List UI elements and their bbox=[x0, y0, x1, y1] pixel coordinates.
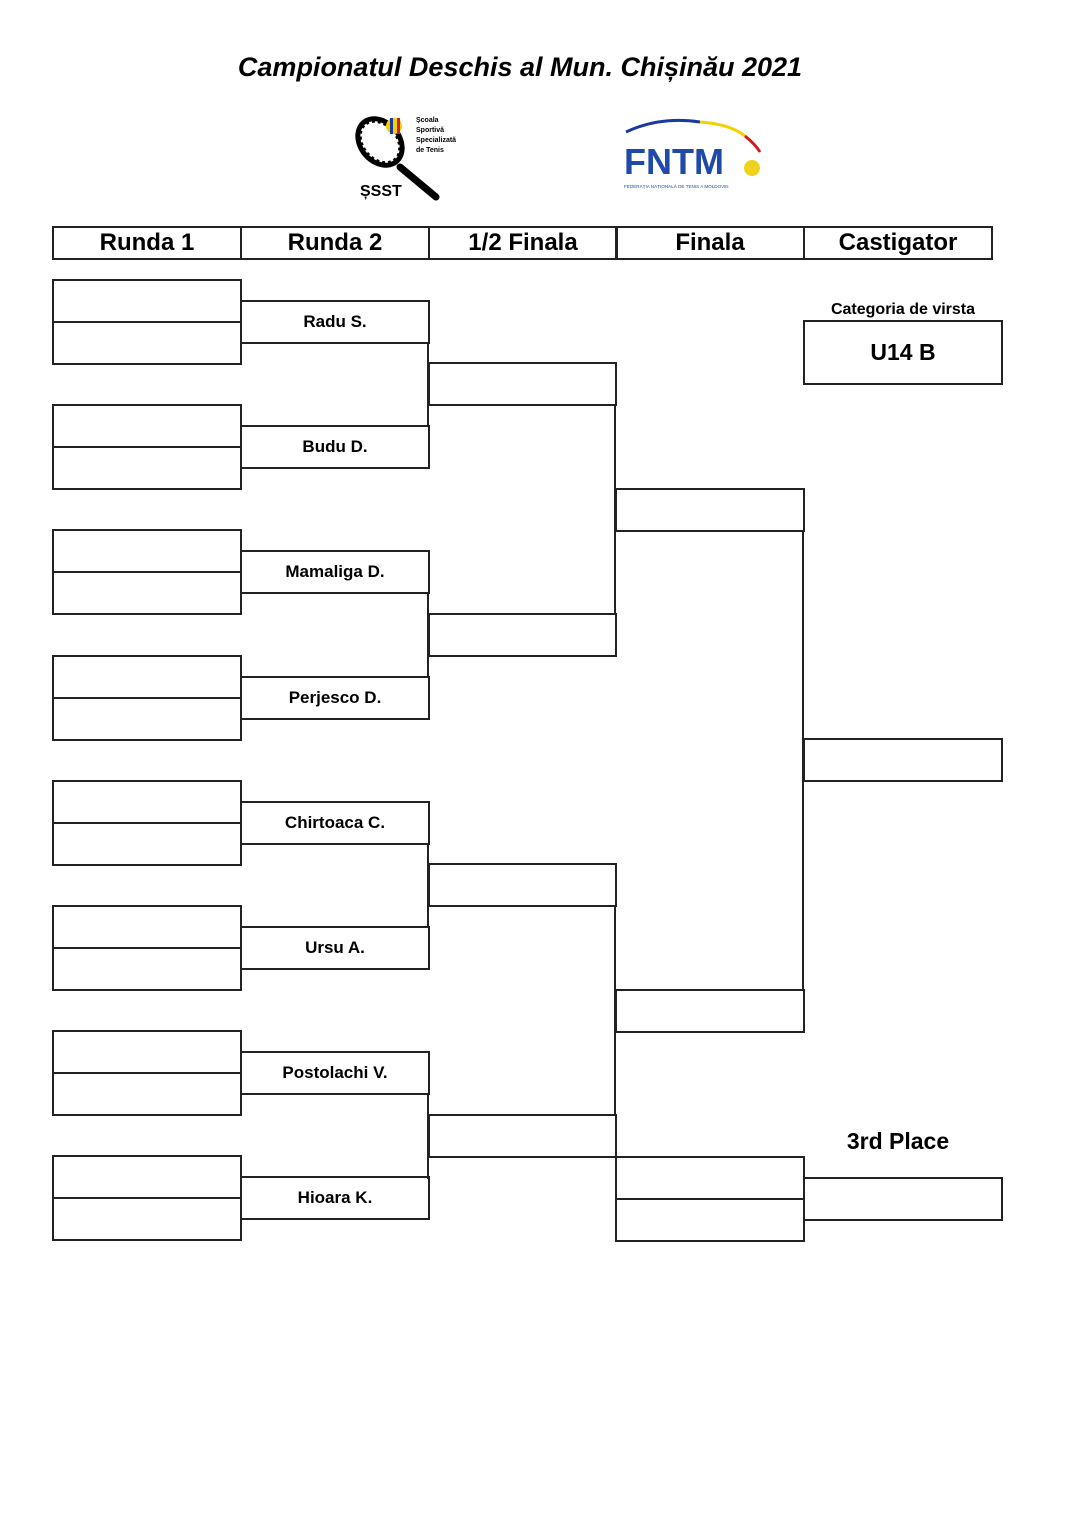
header-2: 1/2 Finala bbox=[428, 226, 618, 260]
header-3: Finala bbox=[615, 226, 805, 260]
page-title: Campionatul Deschis al Mun. Chișinău 202… bbox=[237, 52, 803, 82]
category-label: Categoria de virsta bbox=[830, 301, 976, 318]
semifinal-slot[interactable] bbox=[428, 612, 617, 657]
ssst-logo: Școala Sportivă Specializată de Tenis ȘS… bbox=[355, 116, 456, 201]
third-place-slot[interactable] bbox=[615, 1156, 805, 1200]
round1-slot[interactable] bbox=[52, 654, 242, 699]
svg-text:Școala: Școala bbox=[416, 117, 439, 124]
round1-slot[interactable] bbox=[52, 1197, 242, 1242]
final-slot[interactable] bbox=[615, 488, 805, 532]
round2-slot: Hioara K. bbox=[240, 1176, 430, 1221]
semifinal-slot[interactable] bbox=[428, 1113, 617, 1158]
semifinal-slot[interactable] bbox=[428, 863, 617, 907]
svg-text:ȘSST: ȘSST bbox=[360, 183, 402, 200]
round1-slot[interactable] bbox=[52, 446, 242, 491]
round1-slot[interactable] bbox=[52, 404, 242, 449]
header-0: Runda 1 bbox=[52, 226, 242, 260]
svg-text:Sportivă: Sportivă bbox=[416, 127, 444, 134]
round1-slot[interactable] bbox=[52, 1155, 242, 1200]
round1-slot[interactable] bbox=[52, 1072, 242, 1117]
svg-text:FNTM: FNTM bbox=[624, 141, 724, 182]
round1-slot[interactable] bbox=[52, 529, 242, 574]
winner-slot[interactable] bbox=[803, 738, 1003, 782]
semifinal-slot[interactable] bbox=[428, 362, 617, 406]
round2-slot: Postolachi V. bbox=[240, 1051, 430, 1096]
round2-slot: Radu S. bbox=[240, 300, 430, 344]
round1-slot[interactable] bbox=[52, 696, 242, 741]
round1-slot[interactable] bbox=[52, 571, 242, 616]
round1-slot[interactable] bbox=[52, 947, 242, 991]
round2-slot: Budu D. bbox=[240, 425, 430, 470]
svg-text:Specializată: Specializată bbox=[416, 137, 456, 144]
round1-slot[interactable] bbox=[52, 821, 242, 866]
final-slot[interactable] bbox=[615, 989, 805, 1033]
round1-slot[interactable] bbox=[52, 321, 242, 365]
round1-slot[interactable] bbox=[52, 905, 242, 949]
round2-slot: Ursu A. bbox=[240, 926, 430, 970]
round1-slot[interactable] bbox=[52, 279, 242, 323]
header-1: Runda 2 bbox=[240, 226, 430, 260]
third-place-slot[interactable] bbox=[615, 1198, 805, 1242]
round1-slot[interactable] bbox=[52, 1030, 242, 1075]
svg-text:FEDERAȚIA NAȚIONALĂ DE TENIS A: FEDERAȚIA NAȚIONALĂ DE TENIS A MOLDOVEI bbox=[624, 183, 729, 189]
category-value: U14 B bbox=[803, 320, 1003, 385]
round1-slot[interactable] bbox=[52, 779, 242, 824]
round2-slot: Chirtoaca C. bbox=[240, 800, 430, 845]
fntm-logo: FNTM FEDERAȚIA NAȚIONALĂ DE TENIS A MOLD… bbox=[624, 118, 762, 189]
svg-text:de Tenis: de Tenis bbox=[416, 147, 444, 154]
third-place-winner-slot[interactable] bbox=[803, 1177, 1003, 1221]
header-4: Castigator bbox=[803, 226, 993, 260]
third-place-label: 3rd Place bbox=[846, 1128, 950, 1154]
round2-slot: Perjesco D. bbox=[240, 675, 430, 720]
round2-slot: Mamaliga D. bbox=[240, 550, 430, 595]
